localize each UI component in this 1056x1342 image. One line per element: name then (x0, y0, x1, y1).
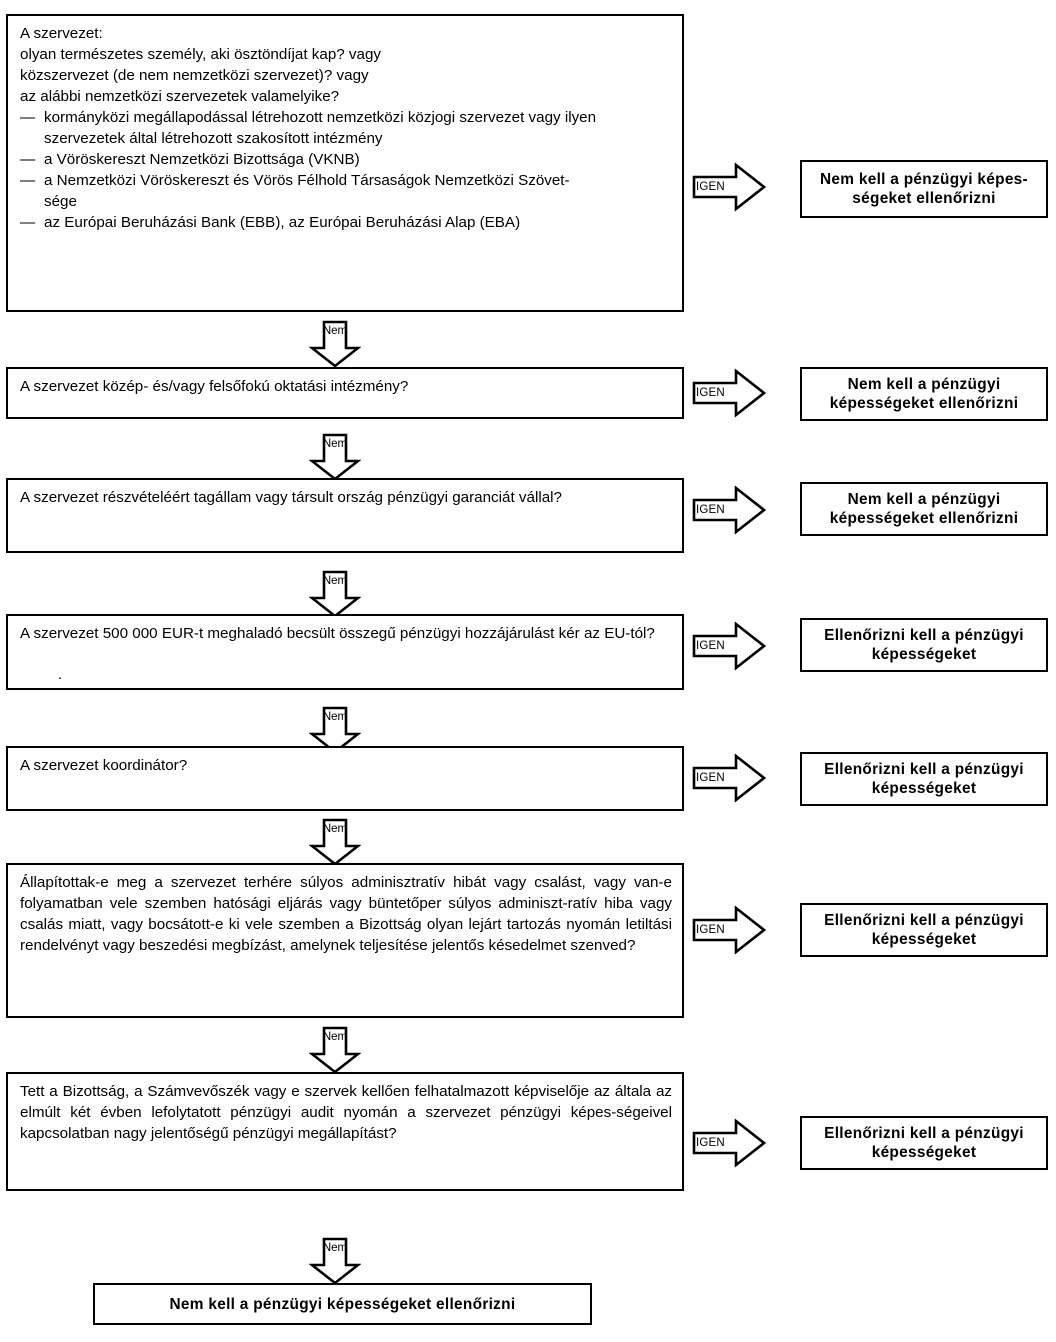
yes-arrow-3: IGEN (692, 485, 766, 535)
arrow-down-icon (309, 320, 361, 368)
arrow-down-icon (309, 1237, 361, 1285)
no-arrow-7: Nem (309, 1237, 361, 1285)
q1-intro-line-1: A szervezet: (20, 25, 103, 42)
result-box-2: Nem kell a pénzügyi képességeket ellenőr… (800, 367, 1048, 421)
q1-item-3-line-2: sége (44, 193, 77, 210)
result-box-6: Ellenőrizni kell a pénzügyi képességeket (800, 903, 1048, 957)
yes-arrow-4: IGEN (692, 621, 766, 671)
question-box-7: Tett a Bizottság, a Számvevőszék vagy e … (6, 1072, 684, 1191)
no-arrow-4-label: Nem (322, 711, 348, 723)
final-result-text: Nem kell a pénzügyi képességeket ellenőr… (169, 1295, 516, 1313)
q1-item-1-line-2: szervezetek által létrehozott szakosítot… (44, 130, 383, 147)
arrow-right-icon (692, 1118, 766, 1168)
q1-list-item: — az Európai Beruházási Bank (EBB), az E… (20, 212, 672, 233)
yes-arrow-4-label: IGEN (696, 640, 725, 652)
arrow-right-icon (692, 905, 766, 955)
no-arrow-6-label: Nem (322, 1031, 348, 1043)
no-arrow-6: Nem (309, 1026, 361, 1074)
question-box-6: Állapítottak-e meg a szervezet terhére s… (6, 863, 684, 1018)
result-box-3-text: Nem kell a pénzügyi képességeket ellenőr… (829, 491, 1019, 527)
q1-item-3-line-1: a Nemzetközi Vöröskereszt és Vörös Félho… (44, 172, 570, 189)
result-box-7-text: Ellenőrizni kell a pénzügyi képességeket (824, 1125, 1024, 1161)
question-3-text: A szervezet részvételéért tagállam vagy … (20, 489, 562, 506)
yes-arrow-1: IGEN (692, 162, 766, 212)
yes-arrow-6-label: IGEN (696, 924, 725, 936)
no-arrow-2: Nem (309, 433, 361, 481)
yes-arrow-1-label: IGEN (696, 181, 725, 193)
result-box-6-text: Ellenőrizni kell a pénzügyi képességeket (824, 912, 1024, 948)
no-arrow-3-label: Nem (322, 575, 348, 587)
q1-list-item: — kormányközi megállapodással létrehozot… (20, 107, 672, 149)
result-box-4-text: Ellenőrizni kell a pénzügyi képességeket (824, 627, 1024, 663)
yes-arrow-3-label: IGEN (696, 504, 725, 516)
em-dash-bullet-icon: — (20, 109, 36, 126)
arrow-right-icon (692, 162, 766, 212)
no-arrow-5: Nem (309, 818, 361, 866)
em-dash-bullet-icon: — (20, 214, 36, 231)
em-dash-bullet-icon: — (20, 172, 36, 189)
arrow-down-icon (309, 818, 361, 866)
no-arrow-4: Nem (309, 706, 361, 754)
q1-item-1-line-1: kormányközi megállapodással létrehozott … (44, 109, 597, 126)
arrow-down-icon (309, 570, 361, 618)
question-box-5: A szervezet koordinátor? (6, 746, 684, 811)
q1-intro-line-3: közszervezet (de nem nemzetközi szerveze… (20, 67, 369, 84)
result-box-4: Ellenőrizni kell a pénzügyi képességeket (800, 618, 1048, 672)
final-result-box: Nem kell a pénzügyi képességeket ellenőr… (93, 1283, 592, 1325)
no-arrow-2-label: Nem (322, 438, 348, 450)
yes-arrow-5-label: IGEN (696, 772, 725, 784)
q1-list-item: — a Nemzetközi Vöröskereszt és Vörös Fél… (20, 170, 672, 212)
em-dash-bullet-icon: — (20, 151, 36, 168)
result-box-5-text: Ellenőrizni kell a pénzügyi képességeket (824, 761, 1024, 797)
question-box-3: A szervezet részvételéért tagállam vagy … (6, 478, 684, 553)
question-box-1: A szervezet: olyan természetes személy, … (6, 14, 684, 312)
q1-intro-line-2: olyan természetes személy, aki ösztöndíj… (20, 46, 382, 63)
question-box-2: A szervezet közép- és/vagy felsőfokú okt… (6, 367, 684, 419)
arrow-right-icon (692, 368, 766, 418)
question-6-text: Állapítottak-e meg a szervezet terhére s… (20, 874, 672, 954)
q1-item-2-line-1: a Vöröskereszt Nemzetközi Bizottsága (VK… (44, 151, 360, 168)
result-box-1: Nem kell a pénzügyi képes- ségeket ellen… (800, 160, 1048, 218)
yes-arrow-7-label: IGEN (696, 1137, 725, 1149)
no-arrow-3: Nem (309, 570, 361, 618)
no-arrow-5-label: Nem (322, 823, 348, 835)
result-box-5: Ellenőrizni kell a pénzügyi képességeket (800, 752, 1048, 806)
arrow-down-icon (309, 706, 361, 754)
yes-arrow-2: IGEN (692, 368, 766, 418)
yes-arrow-2-label: IGEN (696, 387, 725, 399)
stray-period: . (58, 666, 63, 683)
result-box-7: Ellenőrizni kell a pénzügyi képességeket (800, 1116, 1048, 1170)
q1-item-4-line-1: az Európai Beruházási Bank (EBB), az Eur… (44, 214, 521, 231)
arrow-right-icon (692, 485, 766, 535)
arrow-down-icon (309, 433, 361, 481)
arrow-down-icon (309, 1026, 361, 1074)
no-arrow-1: Nem (309, 320, 361, 368)
result-box-2-text: Nem kell a pénzügyi képességeket ellenőr… (829, 376, 1019, 412)
result-box-1-text: Nem kell a pénzügyi képes- ségeket ellen… (820, 171, 1028, 207)
result-box-3: Nem kell a pénzügyi képességeket ellenőr… (800, 482, 1048, 536)
yes-arrow-6: IGEN (692, 905, 766, 955)
question-1-content: A szervezet: olyan természetes személy, … (20, 23, 672, 233)
question-2-text: A szervezet közép- és/vagy felsőfokú okt… (20, 378, 409, 395)
q1-intro-line-4: az alábbi nemzetközi szervezetek valamel… (20, 88, 340, 105)
question-4-text: A szervezet 500 000 EUR-t meghaladó becs… (20, 625, 655, 642)
no-arrow-1-label: Nem (322, 325, 348, 337)
yes-arrow-5: IGEN (692, 753, 766, 803)
question-5-text: A szervezet koordinátor? (20, 757, 188, 774)
question-7-text: Tett a Bizottság, a Számvevőszék vagy e … (20, 1083, 672, 1142)
arrow-right-icon (692, 621, 766, 671)
arrow-right-icon (692, 753, 766, 803)
question-box-4: A szervezet 500 000 EUR-t meghaladó becs… (6, 614, 684, 690)
yes-arrow-7: IGEN (692, 1118, 766, 1168)
no-arrow-7-label: Nem (322, 1242, 348, 1254)
q1-list-item: — a Vöröskereszt Nemzetközi Bizottsága (… (20, 149, 672, 170)
